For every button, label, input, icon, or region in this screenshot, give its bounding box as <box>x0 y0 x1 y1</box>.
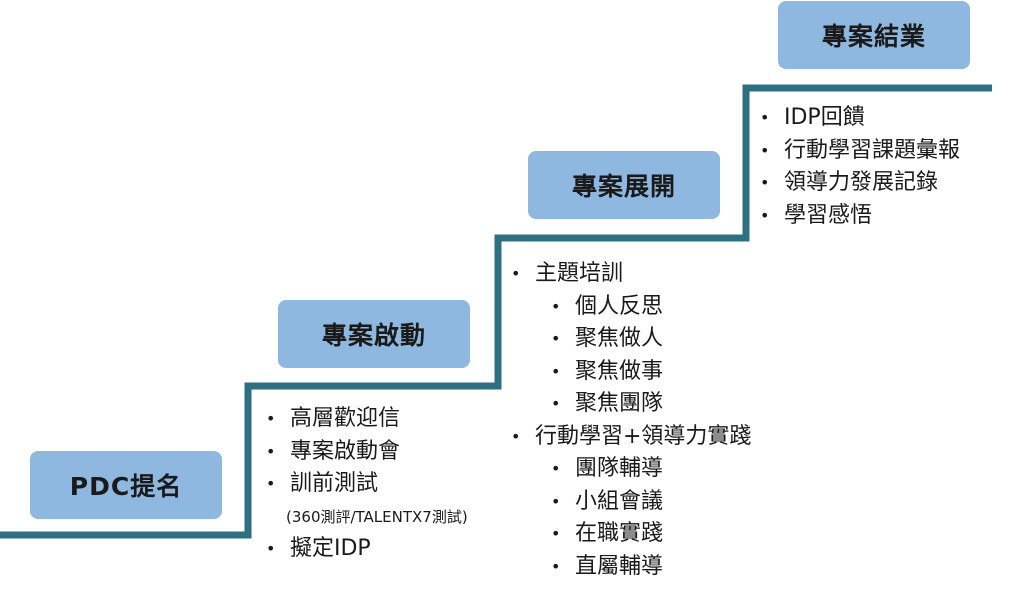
list-subitem: 聚焦做事 <box>551 356 751 389</box>
list-subitem: 個人反思 <box>551 291 751 324</box>
kickoff-activity-list: 高層歡迎信 專案啟動會 訓前測試 (360測評/TALENTX7測試) 擬定ID… <box>266 403 468 566</box>
list-item: 行動學習課題彙報 <box>760 135 960 168</box>
list-item: 領導力發展記錄 <box>760 167 960 200</box>
list-item-note: (360測評/TALENTX7測試) <box>286 507 468 526</box>
list-item: 擬定IDP <box>266 533 468 566</box>
list-subitem: 團隊輔導 <box>551 453 751 486</box>
list-subitem: 在職實踐 <box>551 518 751 551</box>
graduation-activity-list: IDP回饋 行動學習課題彙報 領導力發展記錄 學習感悟 <box>760 102 960 233</box>
stage-project-rollout: 專案展開 <box>528 151 720 219</box>
rollout-activity-list: 主題培訓 個人反思 聚焦做人 聚焦做事 聚焦團隊 行動學習+領導力實踐 團隊輔導… <box>511 258 751 584</box>
stage-project-kickoff: 專案啟動 <box>278 300 470 368</box>
list-item: 學習感悟 <box>760 200 960 233</box>
list-item: 行動學習+領導力實踐 <box>511 421 751 454</box>
list-item: 高層歡迎信 <box>266 403 468 436</box>
list-item: 主題培訓 <box>511 258 751 291</box>
stage-project-graduation: 專案結業 <box>778 1 970 69</box>
list-subitem: 直屬輔導 <box>551 551 751 584</box>
list-subitem: 聚焦做人 <box>551 323 751 356</box>
list-item: 專案啟動會 <box>266 436 468 469</box>
list-item: IDP回饋 <box>760 102 960 135</box>
list-subitem: 聚焦團隊 <box>551 388 751 421</box>
list-item: 訓前測試 <box>266 468 468 501</box>
stage-pdc-nomination: PDC提名 <box>30 451 222 519</box>
list-subitem: 小組會議 <box>551 486 751 519</box>
